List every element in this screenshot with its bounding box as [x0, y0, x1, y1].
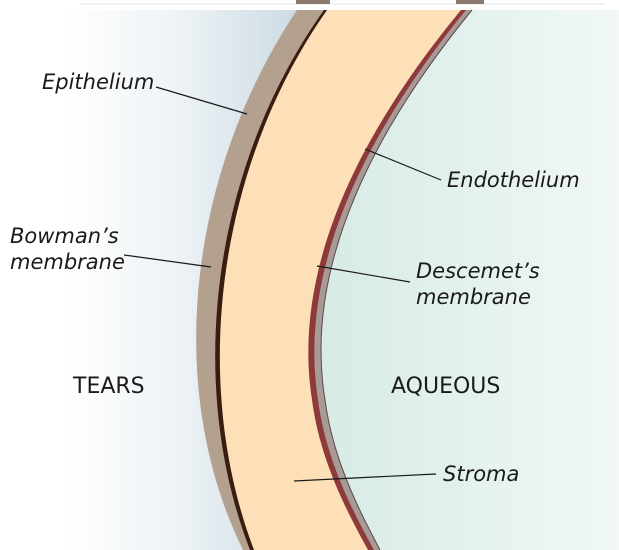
- top-marker-right: [456, 0, 484, 4]
- tears-label: TEARS: [72, 374, 145, 399]
- descemet-label-line2: membrane: [416, 285, 531, 309]
- epithelium-label: Epithelium: [42, 70, 154, 94]
- endothelium-label: Endothelium: [447, 168, 580, 192]
- descemet-label-line1: Descemet’s: [416, 259, 540, 283]
- aqueous-label: AQUEOUS: [391, 374, 500, 399]
- stroma-label: Stroma: [443, 462, 519, 486]
- bowman-label-line2: membrane: [10, 250, 125, 274]
- top-marker-left: [296, 0, 330, 4]
- bowman-label-line1: Bowman’s: [10, 224, 119, 248]
